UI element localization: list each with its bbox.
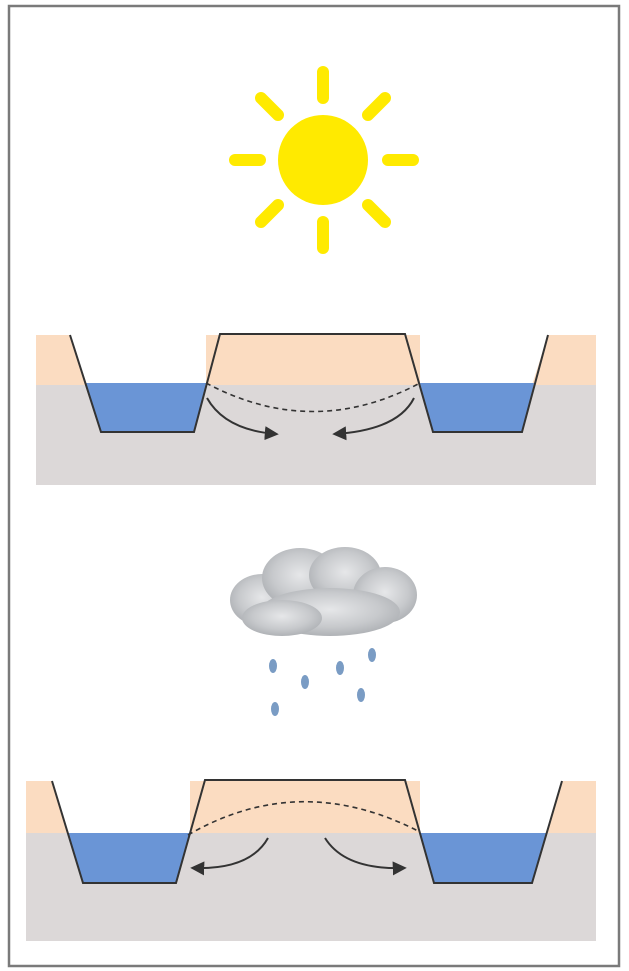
- raised-bed: [206, 334, 420, 385]
- left-ditch-opening: [52, 781, 190, 833]
- left-ditch-water: [68, 833, 190, 883]
- right-ditch-water: [420, 833, 546, 883]
- sun-icon: [235, 72, 413, 248]
- right-ditch-opening: [420, 335, 548, 385]
- right-ditch-water: [420, 383, 534, 432]
- right-ditch-opening: [420, 781, 562, 833]
- left-ditch-water: [86, 383, 206, 432]
- sun-disc: [278, 115, 368, 205]
- panel-wet-cross-section: [26, 780, 596, 941]
- left-ditch-opening: [70, 335, 206, 385]
- panel-dry-cross-section: [36, 334, 596, 485]
- raised-bed: [190, 780, 420, 833]
